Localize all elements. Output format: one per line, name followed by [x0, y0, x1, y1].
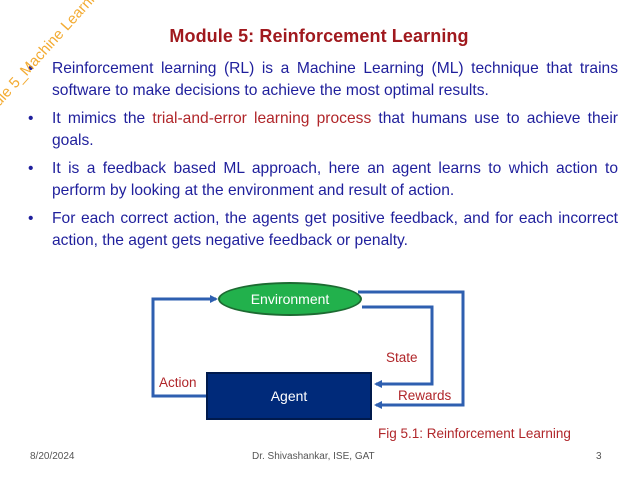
bullet-marker: •	[28, 110, 34, 127]
bullet-marker: •	[28, 210, 34, 227]
bullet-list: • Reinforcement learning (RL) is a Machi…	[28, 58, 618, 258]
footer-date: 8/20/2024	[30, 451, 75, 462]
footer-page-number: 3	[596, 451, 602, 462]
agent-node: Agent	[206, 372, 372, 420]
figure-caption: Fig 5.1: Reinforcement Learning	[378, 426, 571, 441]
bullet-text: It is a feedback based ML approach, here…	[52, 160, 618, 199]
rewards-label: Rewards	[398, 388, 452, 403]
footer-author: Dr. Shivashankar, ISE, GAT	[252, 451, 375, 462]
bullet-text: It mimics the	[52, 110, 153, 127]
state-arrow	[362, 305, 434, 388]
state-label: State	[386, 350, 418, 365]
bullet-text: Reinforcement learning (RL) is a Machine…	[52, 60, 618, 99]
bullet-item: • It mimics the trial-and-error learning…	[28, 108, 618, 152]
environment-node: Environment	[218, 282, 362, 316]
bullet-marker: •	[28, 160, 34, 177]
bullet-text-end: that humans use to achieve their goals.	[52, 110, 618, 149]
bullet-item: • Reinforcement learning (RL) is a Machi…	[28, 58, 618, 102]
highlighted-phrase: trial-and-error learning process	[152, 110, 372, 127]
bullet-item: • For each correct action, the agents ge…	[28, 208, 618, 252]
bullet-marker: •	[28, 60, 34, 77]
action-arrow	[151, 295, 218, 398]
action-label: Action	[159, 375, 197, 390]
slide-title: Module 5: Reinforcement Learning	[169, 26, 469, 46]
bullet-text: For each correct action, the agents get …	[52, 210, 618, 249]
bullet-item: • It is a feedback based ML approach, he…	[28, 158, 618, 202]
rewards-arrow	[358, 290, 465, 409]
